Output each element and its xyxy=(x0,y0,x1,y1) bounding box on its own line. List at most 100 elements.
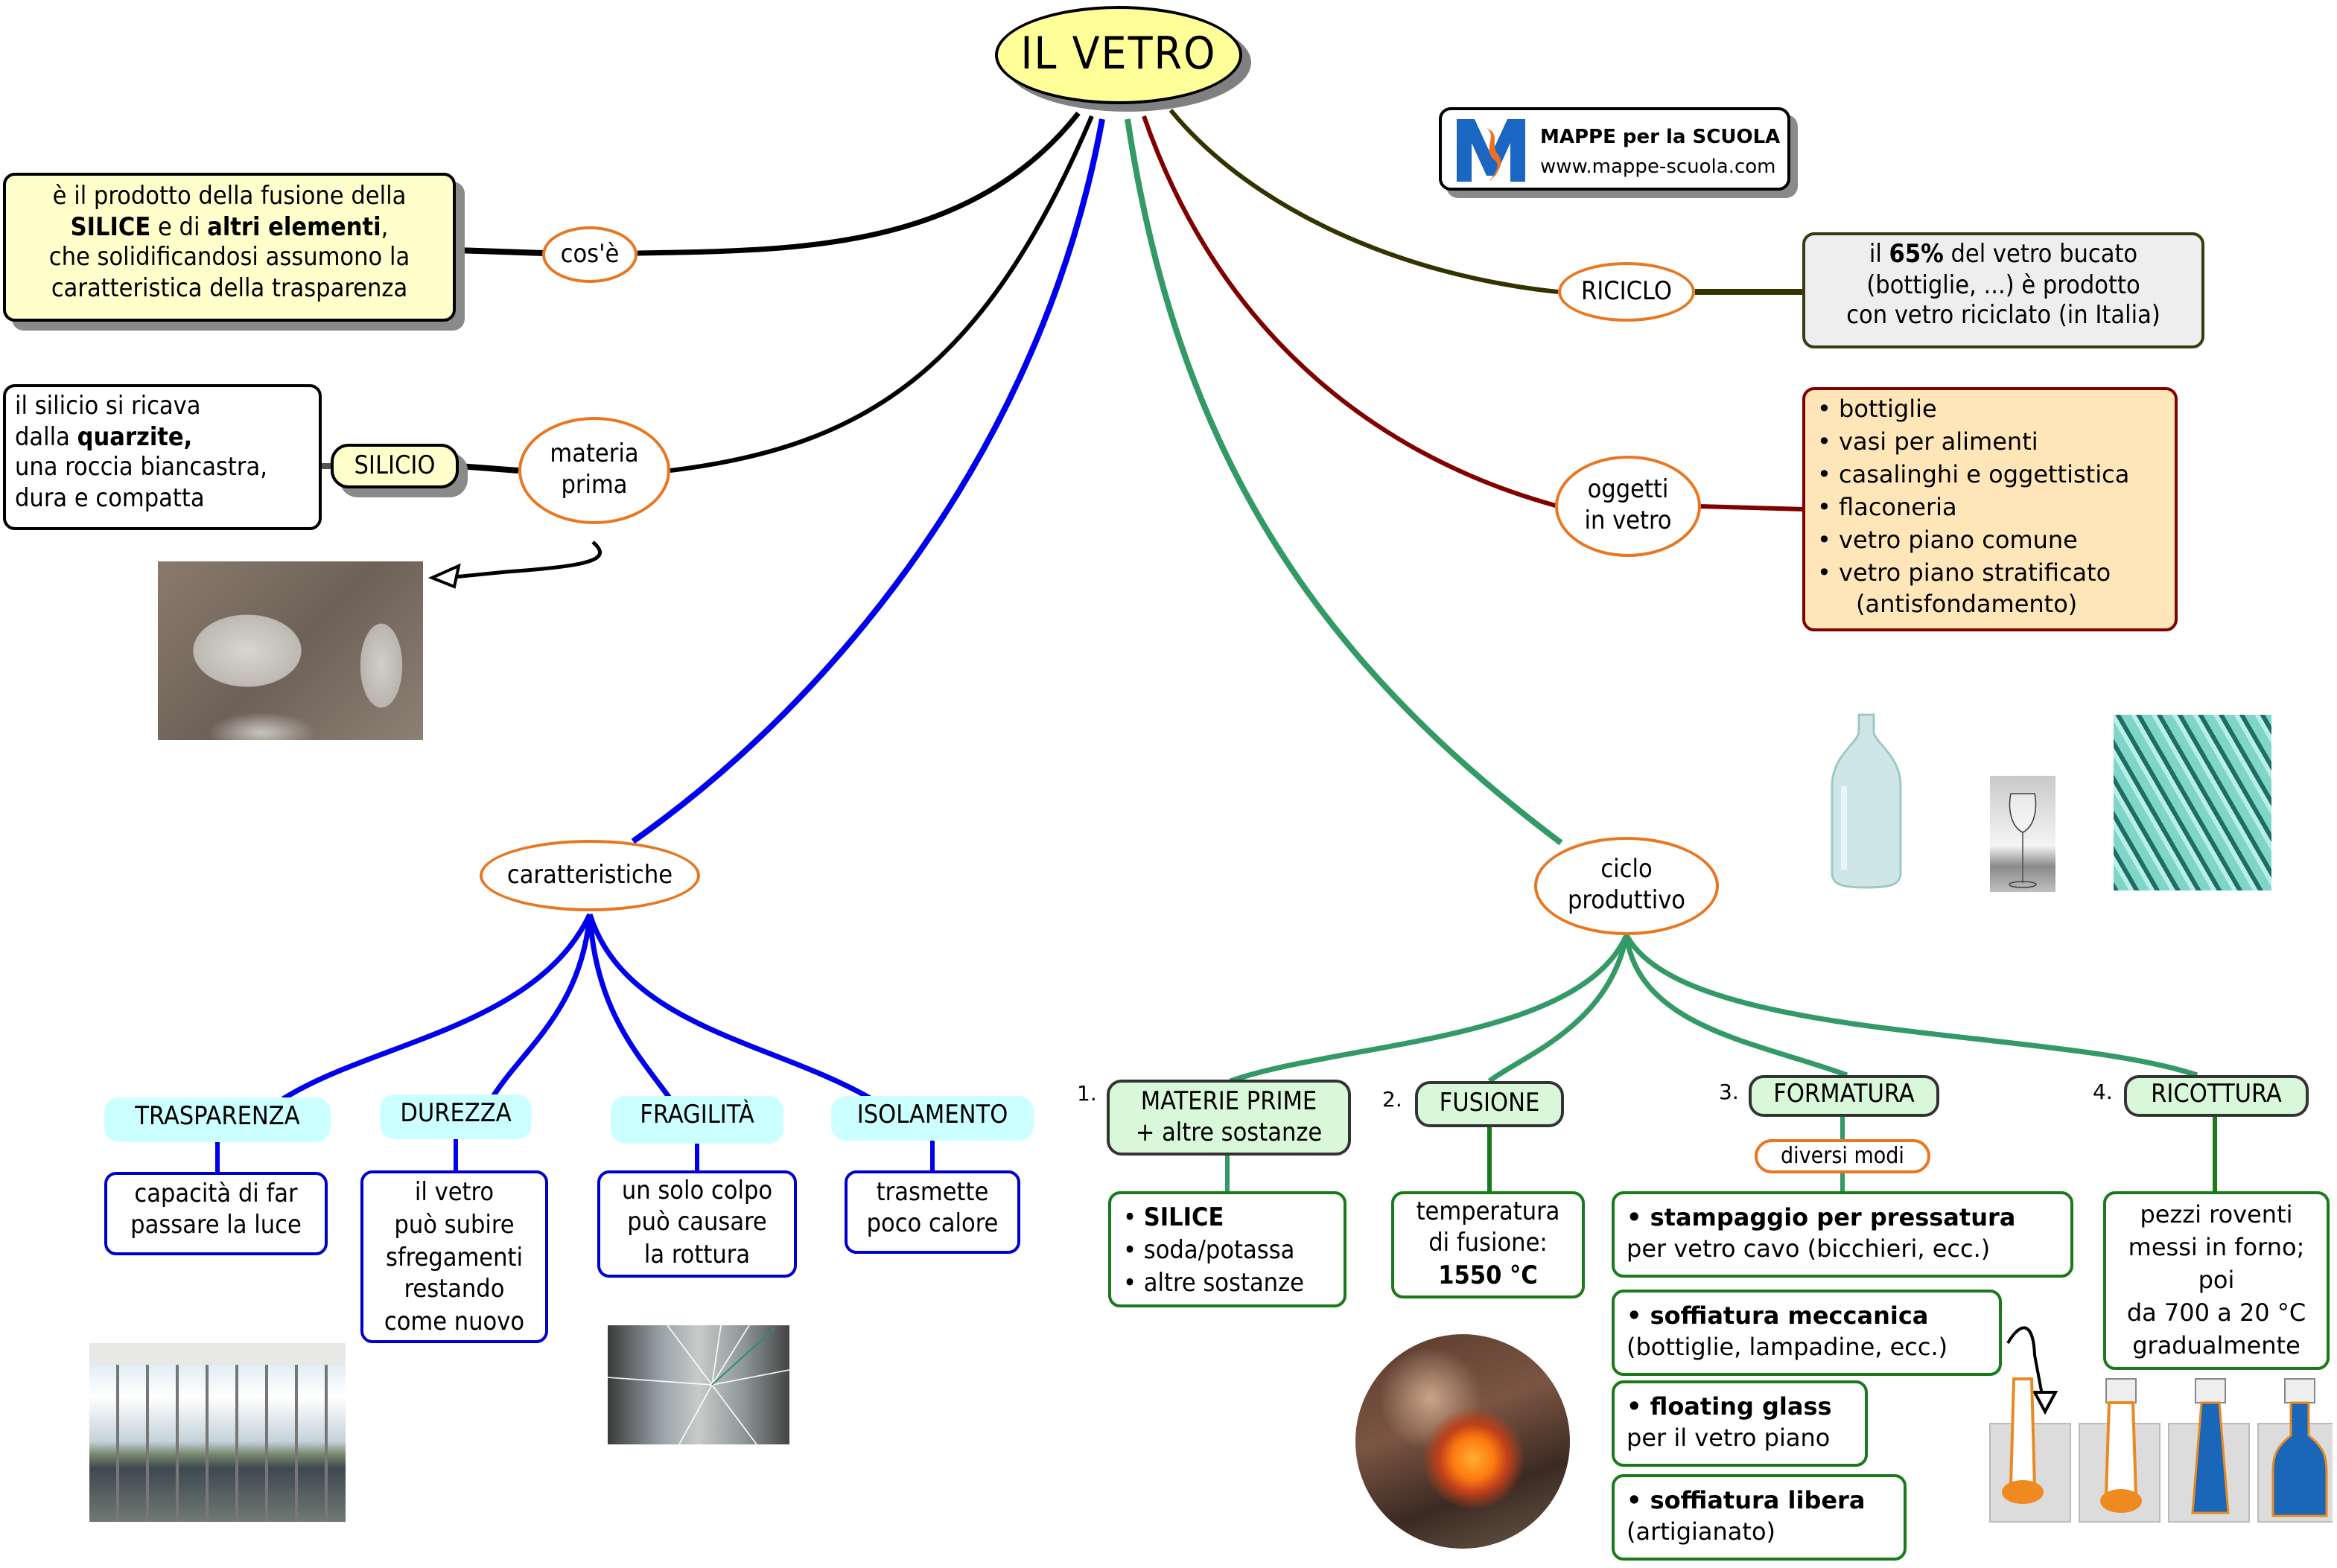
ciclo-label-2: produttivo xyxy=(1567,886,1686,916)
cose-node[interactable]: cos'è xyxy=(542,226,637,283)
trasparenza-title: TRASPARENZA xyxy=(135,1102,300,1132)
isolamento-node[interactable]: ISOLAMENTO xyxy=(831,1096,1034,1141)
silicio-description-box: il silicio si ricava dalla quarzite, una… xyxy=(3,384,322,530)
silicio-label: SILICIO xyxy=(354,451,436,481)
diversi-modi-label: diversi modi xyxy=(1781,1142,1904,1169)
root-node[interactable]: IL VETRO xyxy=(995,6,1242,104)
link-car-fragilita xyxy=(587,914,673,1101)
durezza-title: DUREZZA xyxy=(400,1099,512,1129)
riciclo-node[interactable]: RICICLO xyxy=(1558,262,1695,322)
fragilita-node[interactable]: FRAGILITÀ xyxy=(611,1096,783,1144)
riciclo-line-2: (bottiglie, ...) è prodotto xyxy=(1866,270,2140,301)
desc-line: il vetro xyxy=(414,1178,495,1208)
silicio-node[interactable]: SILICIO xyxy=(331,444,459,488)
step-number: 3. xyxy=(1719,1081,1739,1105)
fusione-line: temperatura xyxy=(1416,1197,1560,1227)
link-cose-text xyxy=(455,247,544,256)
silicio-line-3: una roccia biancastra, xyxy=(15,453,267,483)
method-name: • soffiatura libera xyxy=(1627,1486,1866,1514)
isolamento-desc: trasmette poco calore xyxy=(845,1170,1020,1254)
trasparenza-node[interactable]: TRASPARENZA xyxy=(104,1097,331,1142)
silicio-line-4: dura e compatta xyxy=(15,484,205,514)
fusione-detail-box: temperatura di fusione: 1550 °C xyxy=(1391,1191,1585,1298)
logo-badge[interactable]: MAPPE per la SCUOLA www.mappe-scuola.com xyxy=(1439,107,1790,191)
materie-detail-item: • SILICE xyxy=(1123,1203,1224,1233)
cose-line-3: che solidificandosi assumono la xyxy=(48,243,410,273)
isolamento-title: ISOLAMENTO xyxy=(856,1100,1008,1130)
oggetti-item: • vasi per alimenti xyxy=(1817,427,2038,456)
link-root-caratteristiche xyxy=(631,118,1105,844)
step-title: RICOTTURA xyxy=(2151,1080,2282,1109)
desc-line: trasmette xyxy=(876,1178,989,1208)
materia-prima-node[interactable]: materia prima xyxy=(518,417,670,524)
method-box: • floating glass per il vetro piano xyxy=(1612,1380,1868,1467)
method-desc: (artigianato) xyxy=(1627,1517,1775,1546)
silicio-line-1: il silicio si ricava xyxy=(15,392,201,421)
step-fusione[interactable]: FUSIONE xyxy=(1415,1081,1564,1127)
flat-glass-sheets-photo xyxy=(2114,715,2271,890)
desc-line: restando xyxy=(404,1275,505,1305)
link-ciclo-fusione xyxy=(1487,934,1629,1083)
link-car-trasparenza xyxy=(282,913,593,1101)
durezza-node[interactable]: DUREZZA xyxy=(380,1094,532,1139)
durezza-desc: il vetro può subire sfregamenti restando… xyxy=(360,1170,548,1343)
step-number: 1. xyxy=(1077,1083,1097,1106)
fragilita-desc: un solo colpo può causare la rottura xyxy=(597,1170,797,1278)
method-box: • stampaggio per pressatura per vetro ca… xyxy=(1612,1191,2073,1278)
fusione-line: 1550 °C xyxy=(1438,1261,1538,1290)
ricottura-line: poi xyxy=(2198,1265,2235,1294)
diversi-modi-node[interactable]: diversi modi xyxy=(1755,1139,1930,1173)
step-title: FUSIONE xyxy=(1439,1089,1540,1118)
bottle-blowing-mold-diagram xyxy=(1981,1337,2333,1540)
ricottura-line: gradualmente xyxy=(2132,1330,2301,1360)
ricottura-line: da 700 a 20 °C xyxy=(2126,1298,2306,1327)
cose-label: cos'è xyxy=(560,239,620,270)
desc-line: può causare xyxy=(627,1208,767,1238)
mold-stage-3 xyxy=(2168,1378,2250,1523)
broken-glass-photo xyxy=(608,1325,789,1444)
cose-line-1: è il prodotto della fusione della xyxy=(52,182,407,211)
materie-detail-item: • soda/potassa xyxy=(1123,1236,1295,1266)
mappe-logo-icon xyxy=(1457,119,1525,182)
ricottura-line: pezzi roventi xyxy=(2140,1200,2293,1228)
oggetti-item: • vetro piano stratificato xyxy=(1817,558,2111,587)
desc-line: sfregamenti xyxy=(385,1243,523,1272)
ricottura-detail-box: pezzi roventi messi in forno; poi da 700… xyxy=(2103,1191,2330,1370)
root-title: IL VETRO xyxy=(1020,28,1217,80)
link-root-cose xyxy=(637,111,1081,256)
materia-label-2: prima xyxy=(561,471,628,500)
mold-stage-4 xyxy=(2257,1378,2333,1523)
logo-url[interactable]: www.mappe-scuola.com xyxy=(1540,156,1776,179)
mold-stage-1 xyxy=(1989,1377,2071,1523)
link-car-isolamento xyxy=(587,913,873,1102)
desc-line: come nuovo xyxy=(384,1307,525,1337)
oggetti-item: • bottiglie xyxy=(1817,395,1937,423)
step-ricottura[interactable]: RICOTTURA xyxy=(2124,1075,2309,1117)
step-title-2: + altre sostanze xyxy=(1135,1118,1323,1148)
logo-title: MAPPE per la SCUOLA xyxy=(1540,127,1781,149)
oggetti-node[interactable]: oggetti in vetro xyxy=(1555,456,1701,557)
caratteristiche-label: caratteristiche xyxy=(506,860,673,890)
cose-definition-box: è il prodotto della fusione della SILICE… xyxy=(3,173,456,322)
riciclo-info-box: il 65% del vetro bucato (bottiglie, ...)… xyxy=(1802,232,2204,348)
desc-line: può subire xyxy=(394,1210,515,1240)
oggetti-label-2: in vetro xyxy=(1584,506,1672,536)
method-name: • stampaggio per pressatura xyxy=(1627,1203,2016,1231)
step-title: FORMATURA xyxy=(1773,1080,1915,1109)
step-title-1: MATERIE PRIME xyxy=(1140,1087,1317,1117)
desc-line: capacità di far xyxy=(134,1179,298,1209)
method-box: • soffiatura libera (artigianato) xyxy=(1612,1474,1907,1561)
ciclo-produttivo-node[interactable]: ciclo produttivo xyxy=(1534,837,1719,935)
quartzite-rock-photo xyxy=(158,561,423,740)
step-formatura[interactable]: FORMATURA xyxy=(1749,1075,1939,1117)
mold-stage-2 xyxy=(2079,1378,2160,1523)
link-root-oggetti xyxy=(1142,115,1559,509)
fusione-line: di fusione: xyxy=(1428,1228,1548,1259)
method-box: • soffiatura meccanica (bottiglie, lampa… xyxy=(1612,1290,2002,1376)
riciclo-line-1: il 65% del vetro bucato xyxy=(1869,240,2138,270)
glass-office-windows-photo xyxy=(89,1343,346,1522)
step-materie-prime[interactable]: MATERIE PRIME + altre sostanze xyxy=(1107,1080,1351,1156)
caratteristiche-node[interactable]: caratteristiche xyxy=(480,840,700,911)
ricottura-line: messi in forno; xyxy=(2128,1232,2305,1261)
